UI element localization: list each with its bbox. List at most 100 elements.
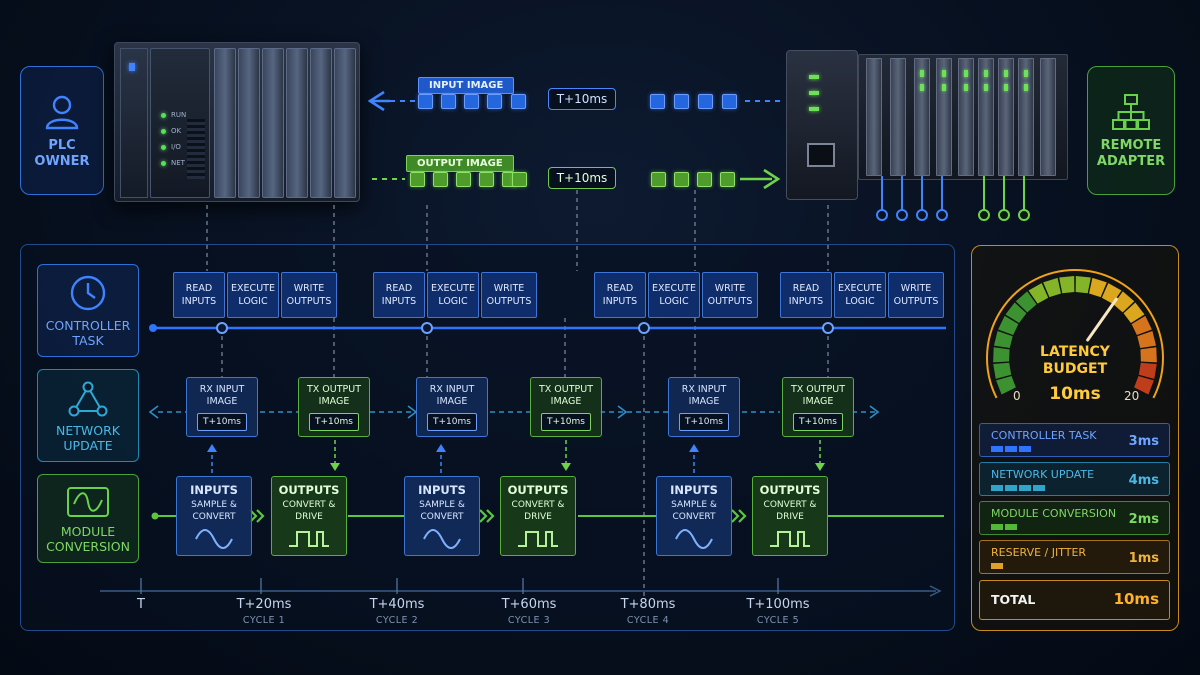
read-inputs-step: READ INPUTS <box>373 272 425 318</box>
timeline-tick-label: T+20ms <box>236 597 292 612</box>
budget-row-bar <box>991 524 1017 530</box>
timeline-tick-label: T+100ms <box>746 597 810 612</box>
plc-io-slot <box>238 48 260 198</box>
outputs-module-subtitle: CONVERT & DRIVE <box>282 500 336 522</box>
remote-adapter-module <box>786 50 858 200</box>
output-packet <box>651 172 666 187</box>
execute-logic-step: EXECUTE LOGIC <box>648 272 700 318</box>
timeline-cycle-label: CYCLE 1 <box>242 615 286 626</box>
led-io-label: I/O <box>171 143 181 151</box>
io-status-led <box>1004 70 1008 77</box>
plc-io-slot <box>214 48 236 198</box>
rx-input-image-box: RX INPUT IMAGE T+10ms <box>186 377 258 437</box>
gauge-segment <box>1075 276 1091 294</box>
square-wave-icon <box>770 531 810 547</box>
budget-bar-segment <box>1005 485 1017 491</box>
remote-io-module <box>890 58 906 176</box>
rx-time-badge: T+10ms <box>197 413 247 431</box>
tx-time-badge: T+10ms <box>309 413 359 431</box>
plc-io-slot <box>262 48 284 198</box>
gauge-segment <box>1043 277 1061 298</box>
gauge-segment <box>1005 302 1027 323</box>
gauge-segment <box>1134 376 1154 395</box>
io-status-led <box>1024 84 1028 91</box>
gauge-segment <box>993 330 1013 349</box>
input-packet <box>722 94 737 109</box>
output-packet <box>479 172 494 187</box>
budget-bar-segment <box>1019 446 1031 452</box>
timeline-tick-label: T+40ms <box>369 597 425 612</box>
budget-row-bar <box>991 485 1045 491</box>
outputs-module-title: OUTPUTS <box>278 483 340 497</box>
budget-row-value: 3ms <box>1128 434 1159 449</box>
remote-io-module <box>978 58 994 176</box>
io-status-led <box>1004 84 1008 91</box>
input-packet <box>441 94 456 109</box>
output-image-time: T+10ms <box>548 167 616 189</box>
inputs-module-subtitle: SAMPLE & CONVERT <box>191 500 237 522</box>
io-status-led <box>942 84 946 91</box>
io-status-led <box>1024 70 1028 77</box>
gauge-segment <box>1015 291 1037 313</box>
sine-wave-icon <box>675 529 713 549</box>
io-status-led <box>942 70 946 77</box>
lane-network-update: NETWORK UPDATE <box>37 369 139 462</box>
remote-io-module <box>1018 58 1034 176</box>
remote-io-module <box>914 58 930 176</box>
sine-wave-icon <box>195 529 233 549</box>
latency-budget-value: 10ms <box>1049 384 1101 404</box>
write-outputs-step: WRITE OUTPUTS <box>281 272 337 318</box>
latency-budget-title: LATENCY BUDGET <box>1040 344 1110 377</box>
lane-controller-task: CONTROLLER TASK <box>37 264 139 357</box>
read-inputs-step: READ INPUTS <box>594 272 646 318</box>
sine-wave-icon <box>423 529 461 549</box>
input-image-tag: INPUT IMAGE <box>418 77 515 94</box>
timeline-cycle-label: CYCLE 5 <box>756 615 800 626</box>
budget-row-bar <box>991 563 1003 569</box>
write-outputs-step: WRITE OUTPUTS <box>481 272 537 318</box>
rx-time-badge: T+10ms <box>679 413 729 431</box>
execute-logic-step: EXECUTE LOGIC <box>834 272 886 318</box>
remote-io-module <box>998 58 1014 176</box>
budget-bar-segment <box>991 446 1003 452</box>
output-image-tag: OUTPUT IMAGE <box>406 155 514 172</box>
output-flow-arrow-icon <box>763 168 781 190</box>
remote-io-module <box>866 58 882 176</box>
inputs-module-title: INPUTS <box>670 483 718 497</box>
budget-bar-segment <box>991 485 1003 491</box>
gauge-max-label: 20 <box>1124 389 1140 403</box>
gauge-segment <box>996 376 1016 395</box>
write-outputs-step: WRITE OUTPUTS <box>702 272 758 318</box>
input-packet <box>650 94 665 109</box>
timeline-cycle-label: CYCLE 2 <box>375 615 419 626</box>
output-packet <box>720 172 735 187</box>
read-inputs-step: READ INPUTS <box>780 272 832 318</box>
plc-power-module <box>120 48 148 198</box>
hierarchy-icon <box>1112 93 1150 130</box>
tx-time-badge: T+10ms <box>793 413 843 431</box>
timeline-cycle-label: CYCLE 3 <box>507 615 551 626</box>
timeline-tick-label: T+80ms <box>620 597 676 612</box>
budget-bar-segment <box>991 524 1003 530</box>
gauge-segment <box>1059 276 1075 294</box>
budget-row-bar <box>991 446 1031 452</box>
rx-input-image-title: RX INPUT IMAGE <box>199 384 245 407</box>
tx-output-image-title: TX OUTPUT IMAGE <box>538 384 594 407</box>
gauge-segment <box>993 362 1012 379</box>
remote-io-module <box>958 58 974 176</box>
input-packet <box>464 94 479 109</box>
gauge-segment <box>998 315 1019 336</box>
timing-lines <box>100 190 946 600</box>
output-packet <box>697 172 712 187</box>
budget-row-value: 2ms <box>1128 512 1159 527</box>
input-packet <box>511 94 526 109</box>
rx-time-badge: T+10ms <box>427 413 477 431</box>
network-icon <box>68 381 108 417</box>
budget-bar-segment <box>1033 485 1045 491</box>
latency-gauge <box>986 269 1164 399</box>
